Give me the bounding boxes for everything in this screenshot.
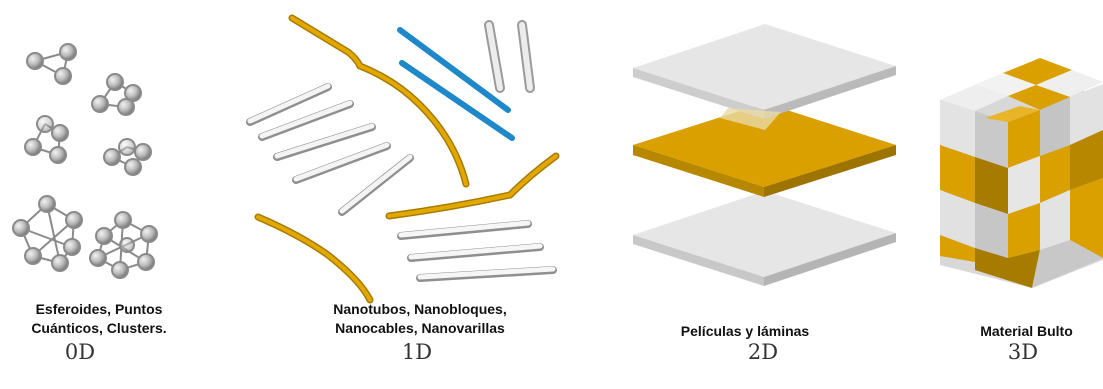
white-rods-bottom <box>397 220 557 282</box>
label-1d: 1D <box>401 340 433 364</box>
cluster-triangle <box>26 43 77 85</box>
label-2d: 2D <box>747 340 779 364</box>
cluster-square <box>91 73 142 116</box>
cluster-large-right <box>89 211 158 279</box>
sheet-bottom <box>633 191 896 286</box>
caption-0d-line2: Cuánticos, Clusters. <box>31 320 167 336</box>
white-rods-left <box>246 83 414 216</box>
clusters-0d <box>12 43 158 279</box>
caption-2d: Películas y láminas <box>680 323 810 339</box>
sheet-top <box>633 24 896 130</box>
cluster-large-left <box>12 195 83 272</box>
caption-1d-line1: Nanotubos, Nanobloques, <box>333 301 507 317</box>
cluster-pyramid-left <box>24 115 69 164</box>
sheet-middle-gold <box>633 103 896 197</box>
gray-rods-vertical <box>484 20 535 93</box>
caption-1d-line2: Nanocables, Nanovarillas <box>335 320 505 336</box>
nanostructures-1d <box>246 14 560 304</box>
label-3d: 3D <box>1007 340 1039 364</box>
caption-0d: Esferoides, Puntos Cuánticos, Clusters. <box>4 300 194 338</box>
cluster-pyramid-right <box>103 138 152 176</box>
caption-1d: Nanotubos, Nanobloques, Nanocables, Nano… <box>290 300 550 338</box>
gold-wires <box>254 14 560 304</box>
label-0d: 0D <box>64 340 96 364</box>
sheets-2d <box>633 24 896 286</box>
blue-rods <box>397 27 515 141</box>
caption-0d-line1: Esferoides, Puntos <box>35 301 163 317</box>
caption-3d: Material Bulto <box>980 323 1073 339</box>
cube-3d <box>940 58 1103 288</box>
